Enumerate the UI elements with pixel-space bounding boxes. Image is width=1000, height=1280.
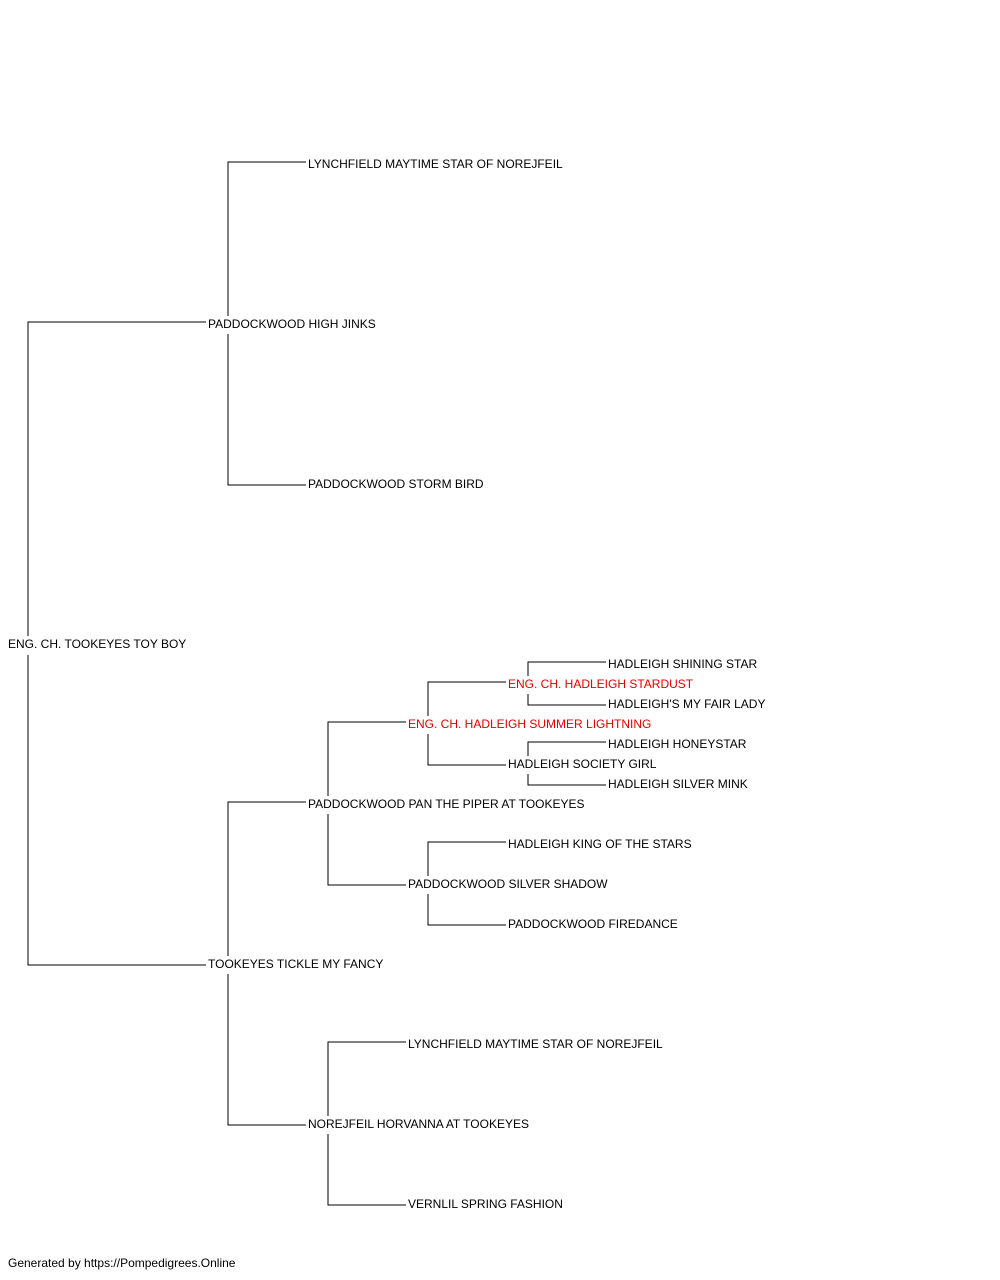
connector-root-sire (27, 321, 206, 636)
connector-pan-dam (327, 814, 406, 886)
dog-name[interactable]: ENG. CH. TOOKEYES TOY BOY (8, 637, 186, 651)
king-of-the-stars-name[interactable]: HADLEIGH KING OF THE STARS (508, 837, 692, 851)
maternal-granddam-name[interactable]: NOREJFEIL HORVANNA AT TOOKEYES (308, 1117, 529, 1131)
pedigree-connectors (27, 161, 606, 1206)
connector-stardust-dam (527, 694, 606, 706)
firedance-name[interactable]: PADDOCKWOOD FIREDANCE (508, 917, 678, 931)
connector-horvanna-dam (327, 1134, 406, 1206)
society-girl-name[interactable]: HADLEIGH SOCIETY GIRL (508, 757, 657, 771)
honeystar-name[interactable]: HADLEIGH HONEYSTAR (608, 737, 747, 751)
connector-society-dam (527, 774, 606, 786)
paternal-granddam-name[interactable]: PADDOCKWOOD STORM BIRD (308, 477, 484, 491)
champion-stardust-name[interactable]: ENG. CH. HADLEIGH STARDUST (508, 677, 694, 691)
maytime-star-name[interactable]: LYNCHFIELD MAYTIME STAR OF NOREJFEIL (408, 1037, 663, 1051)
connector-summer-sire (427, 681, 506, 716)
connector-pan-sire (327, 721, 406, 796)
connector-high-jinks-dam (227, 334, 306, 486)
maternal-grandsire-name[interactable]: PADDOCKWOOD PAN THE PIPER AT TOOKEYES (308, 797, 585, 811)
sire-name[interactable]: PADDOCKWOOD HIGH JINKS (208, 317, 376, 331)
paternal-grandsire-name[interactable]: LYNCHFIELD MAYTIME STAR OF NOREJFEIL (308, 157, 563, 171)
connector-horvanna-sire (327, 1041, 406, 1116)
champion-summer-lightning-name[interactable]: ENG. CH. HADLEIGH SUMMER LIGHTNING (408, 717, 651, 731)
connector-stardust-sire (527, 661, 606, 676)
connector-shadow-dam (427, 894, 506, 926)
connector-tickle-dam (227, 974, 306, 1126)
connector-high-jinks-sire (227, 161, 306, 316)
spring-fashion-name[interactable]: VERNLIL SPRING FASHION (408, 1197, 563, 1211)
shining-star-name[interactable]: HADLEIGH SHINING STAR (608, 657, 757, 671)
my-fair-lady-name[interactable]: HADLEIGH'S MY FAIR LADY (608, 697, 765, 711)
pedigree-names: ENG. CH. TOOKEYES TOY BOY PADDOCKWOOD HI… (8, 157, 765, 1211)
connector-root-dam (27, 655, 206, 966)
dam-name[interactable]: TOOKEYES TICKLE MY FANCY (208, 957, 383, 971)
silver-shadow-name[interactable]: PADDOCKWOOD SILVER SHADOW (408, 877, 608, 891)
silver-mink-name[interactable]: HADLEIGH SILVER MINK (608, 777, 748, 791)
connector-shadow-sire (427, 841, 506, 876)
connector-society-sire (527, 741, 606, 756)
connector-tickle-sire (227, 801, 306, 956)
connector-summer-dam (427, 734, 506, 766)
footer-credit: Generated by https://Pompedigrees.Online (8, 1256, 236, 1270)
